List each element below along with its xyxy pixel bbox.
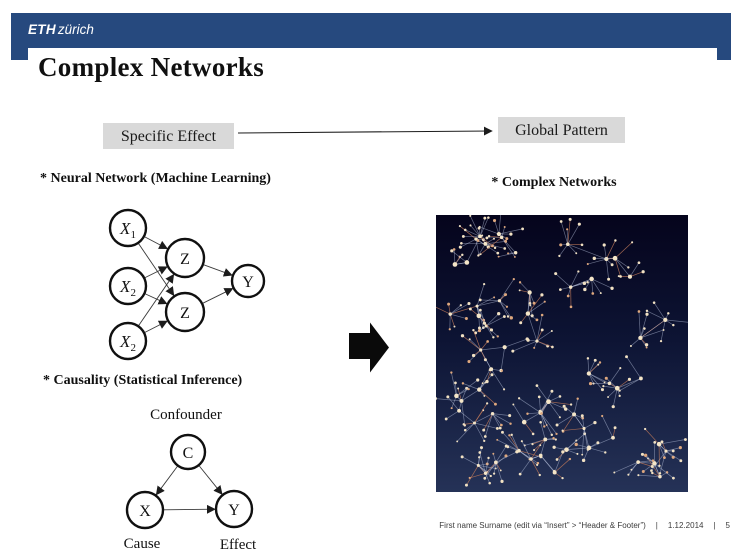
svg-text:Y: Y xyxy=(228,502,240,519)
complex-networks-heading: * Complex Networks xyxy=(491,175,617,190)
slide-title: Complex Networks xyxy=(38,52,265,82)
svg-text:X: X xyxy=(139,503,151,520)
network-visualization xyxy=(436,215,688,487)
diagram-node xyxy=(164,291,206,333)
causality-heading: * Causality (Statistical Inference) xyxy=(43,373,243,388)
nn-heading: * Neural Network (Machine Learning) xyxy=(40,171,271,186)
eth-logo-zurich: zürich xyxy=(57,22,94,37)
eth-logo-eth: ETH xyxy=(28,22,56,37)
diagram-node xyxy=(125,490,165,530)
footer-date: 1.12.2014 xyxy=(667,521,704,530)
diagram-node xyxy=(214,489,254,529)
svg-text:X1: X1 xyxy=(119,219,136,241)
flow-arrow xyxy=(237,126,493,136)
svg-text:Y: Y xyxy=(242,274,254,291)
transition-arrow-icon xyxy=(349,322,389,373)
header-tab-right xyxy=(717,48,731,60)
global-pattern-box: Global Pattern xyxy=(498,117,625,143)
footer-page-number: 5 xyxy=(725,521,730,530)
svg-text:Z: Z xyxy=(180,305,190,322)
svg-text:C: C xyxy=(183,445,194,462)
confounder-label: Confounder xyxy=(150,407,222,423)
slide-footer: First name Surname (edit via “Insert” > … xyxy=(439,521,730,530)
diagram-node xyxy=(230,263,266,299)
header-tab-left xyxy=(11,48,28,60)
diagram-node xyxy=(108,321,148,361)
diagram-node xyxy=(164,237,206,279)
diagram-node xyxy=(108,208,148,248)
footer-separator: | xyxy=(655,521,658,530)
complex-network-image xyxy=(436,215,688,492)
specific-effect-box: Specific Effect xyxy=(103,123,234,149)
diagram-node xyxy=(169,433,207,471)
svg-text:X2: X2 xyxy=(119,277,136,299)
diagram-node xyxy=(108,266,148,306)
svg-text:Z: Z xyxy=(180,251,190,268)
node-caption: Effect xyxy=(220,537,257,553)
footer-author: First name Surname (edit via “Insert” > … xyxy=(439,521,646,530)
svg-text:X2: X2 xyxy=(119,332,136,354)
footer-separator: | xyxy=(713,521,716,530)
node-caption: Cause xyxy=(124,536,161,552)
